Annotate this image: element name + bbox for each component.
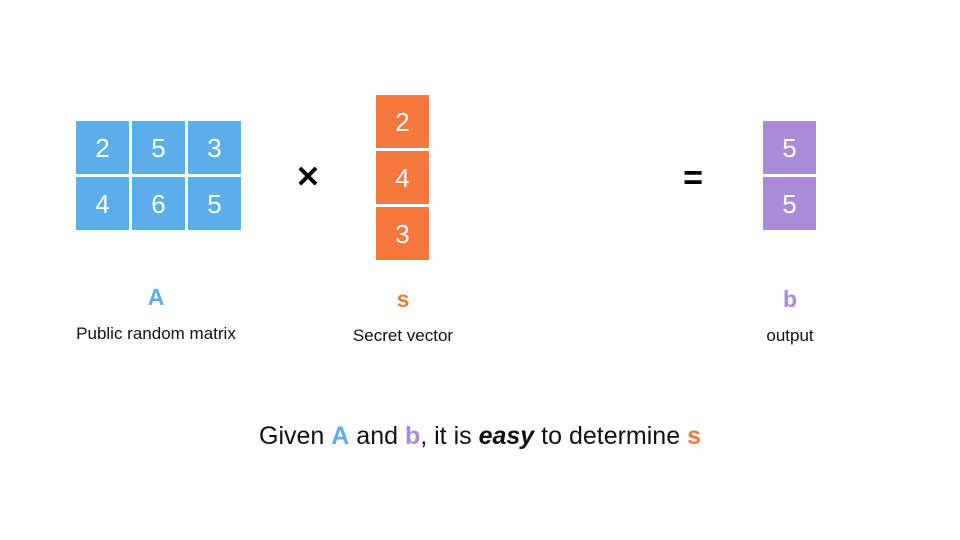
matrix-cell: 2 (76, 121, 129, 174)
statement-part-3: , it is (420, 422, 479, 450)
matrix-cell: 4 (76, 177, 129, 230)
statement-emphasis: easy (478, 422, 535, 450)
vector-s: 2 4 3 (376, 95, 429, 260)
bottom-statement: Given A and b, it is easy to determine s (0, 421, 960, 451)
multiply-icon: ✕ (295, 161, 321, 194)
matrix-cell: 5 (132, 121, 185, 174)
statement-symbol-b: b (404, 422, 421, 450)
vector-cell: 5 (763, 177, 816, 230)
statement-part-4: to determine (534, 422, 688, 450)
caption-symbol-s: s (396, 286, 410, 312)
caption-text-b: output (766, 326, 814, 345)
vector-b: 5 5 (763, 121, 816, 230)
matrix-cell: 6 (132, 177, 185, 230)
caption-symbol-a: A (147, 284, 165, 310)
table-row: 4 6 5 (76, 177, 241, 230)
statement-part-2: and (349, 422, 405, 450)
vector-cell: 5 (763, 121, 816, 174)
statement-symbol-a: A (331, 422, 350, 450)
caption-text-s: Secret vector (352, 326, 454, 345)
caption-vector-b: b output (690, 286, 890, 345)
matrix-cell: 5 (188, 177, 241, 230)
statement-symbol-s: s (687, 422, 701, 450)
vector-cell: 2 (376, 95, 429, 148)
caption-vector-s: s Secret vector (303, 286, 503, 345)
equals-icon: = (683, 159, 703, 197)
caption-text-a: Public random matrix (76, 324, 236, 343)
table-row: 2 5 3 (76, 121, 241, 174)
caption-symbol-b: b (782, 286, 798, 312)
vector-cell: 3 (376, 207, 429, 260)
statement-part-1: Given (259, 422, 332, 450)
matrix-cell: 3 (188, 121, 241, 174)
matrix-a: 2 5 3 4 6 5 (76, 121, 241, 230)
vector-cell: 4 (376, 151, 429, 204)
caption-matrix-a: A Public random matrix (56, 284, 256, 343)
